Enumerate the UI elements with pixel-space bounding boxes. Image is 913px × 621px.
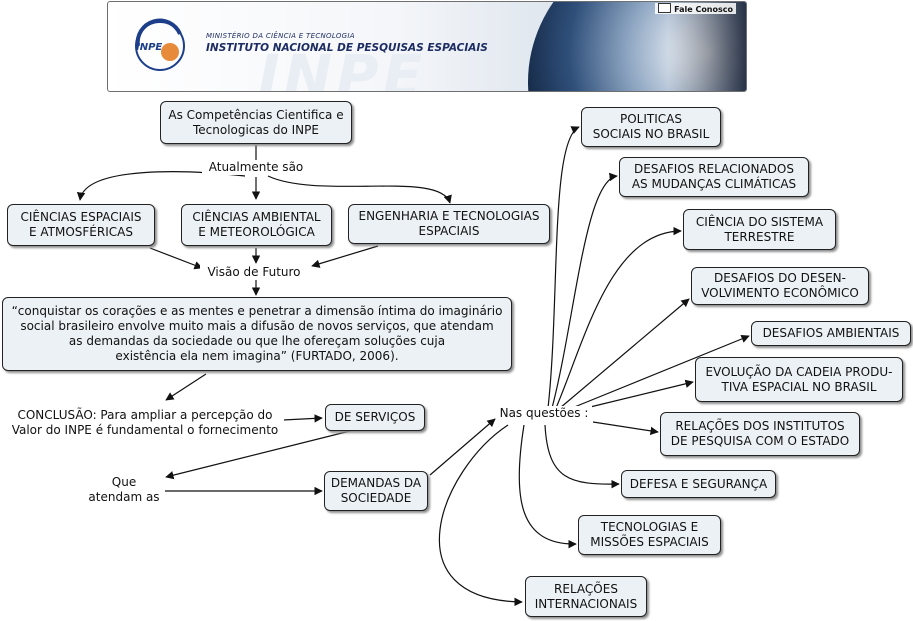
- contact-link[interactable]: Fale Conosco: [655, 3, 736, 14]
- logo-text: INPE: [136, 42, 162, 53]
- space-background: [668, 2, 746, 91]
- concept-ciencias-espaciais[interactable]: CIÊNCIAS ESPACIAIS E ATMOSFÉRICAS: [7, 204, 155, 246]
- concept-demandas-sociedade[interactable]: DEMANDAS DA SOCIEDADE: [324, 471, 428, 511]
- concept-ciencia-sistema-terrestre[interactable]: CIÊNCIA DO SISTEMA TERRESTRE: [683, 209, 836, 250]
- institute-name: INSTITUTO NACIONAL DE PESQUISAS ESPACIAI…: [206, 42, 488, 54]
- concept-quote-furtado[interactable]: “conquistar os corações e as mentes e pe…: [2, 297, 512, 371]
- link-questoes-climaticas: [551, 172, 618, 409]
- link-questoes-politicas: [547, 126, 580, 409]
- concept-de-servicos[interactable]: DE SERVIÇOS: [325, 404, 425, 431]
- link-questoes-institutos: [592, 421, 659, 436]
- link-espaciais-visao: [149, 247, 203, 270]
- concept-ciencias-ambiental[interactable]: CIÊNCIAS AMBIENTAL E METEOROLÓGICA: [181, 204, 332, 246]
- link-atualmente-espaciais: [76, 171, 246, 201]
- concept-relacoes-institutos[interactable]: RELAÇÕES DOS INSTITUTOS DE PESQUISA COM …: [660, 412, 860, 456]
- link-questoes-desenvolvimento: [559, 298, 690, 409]
- phrase-visao-futuro: Visão de Futuro: [200, 265, 308, 280]
- concept-cadeia-produtiva[interactable]: EVOLUÇÃO DA CADEIA PRODU- TIVA ESPACIAL …: [695, 357, 903, 402]
- phrase-conclusao: CONCLUSÃO: Para ampliar a percepção do V…: [6, 408, 284, 438]
- link-conclusao-servicos: [282, 414, 323, 423]
- banner-watermark: INPE: [258, 42, 427, 92]
- phrase-nas-questoes: Nas questões :: [496, 406, 592, 421]
- link-servicos-que: [165, 430, 351, 480]
- link-questoes-sistema: [555, 226, 682, 409]
- link-quote-conclusao: [165, 373, 207, 401]
- link-questoes-cadeia: [585, 379, 694, 409]
- concept-relacoes-internacionais[interactable]: RELAÇÕES INTERNACIONAIS: [525, 576, 647, 617]
- ministry-name: MINISTÉRIO DA CIÊNCIA E TECNOLOGIA: [206, 32, 355, 40]
- link-questoes-ambientais: [571, 334, 750, 409]
- header-banner: INPE INPE MINISTÉRIO DA CIÊNCIA E TECNOL…: [107, 1, 747, 92]
- concept-competencias[interactable]: As Competências Cientifica e Tecnologica…: [160, 101, 352, 144]
- concept-tecnologias-missoes[interactable]: TECNOLOGIAS E MISSÕES ESPACIAIS: [578, 515, 721, 555]
- contact-link-label: Fale Conosco: [674, 5, 733, 14]
- concept-defesa-seguranca[interactable]: DEFESA E SEGURANÇA: [621, 470, 776, 498]
- phrase-que-atendam: Que atendam as: [86, 475, 162, 505]
- link-engenharia-visao: [311, 245, 379, 268]
- concept-desafios-ambientais[interactable]: DESAFIOS AMBIENTAIS: [751, 321, 911, 346]
- concept-politicas-sociais[interactable]: POLITICAS SOCIAIS NO BRASIL: [581, 107, 721, 147]
- inpe-logo-icon: INPE: [135, 18, 185, 71]
- envelope-icon: [658, 3, 672, 13]
- link-questoes-defesa: [544, 424, 620, 489]
- concept-engenharia[interactable]: ENGENHARIA E TECNOLOGIAS ESPACIAIS: [348, 204, 550, 244]
- link-questoes-tecnologias: [518, 424, 577, 549]
- concept-desafios-climaticas[interactable]: DESAFIOS RELACIONADOS AS MUDANÇAS CLIMÁT…: [619, 157, 809, 197]
- link-demandas-questoes: [429, 418, 496, 476]
- link-atualmente-engenharia: [267, 175, 452, 204]
- phrase-atualmente: Atualmente são: [202, 160, 310, 175]
- concept-desafios-desenvolvimento[interactable]: DESAFIOS DO DESEN- VOLVIMENTO ECONÔMICO: [691, 267, 869, 305]
- link-questoes-internacionais: [438, 424, 523, 607]
